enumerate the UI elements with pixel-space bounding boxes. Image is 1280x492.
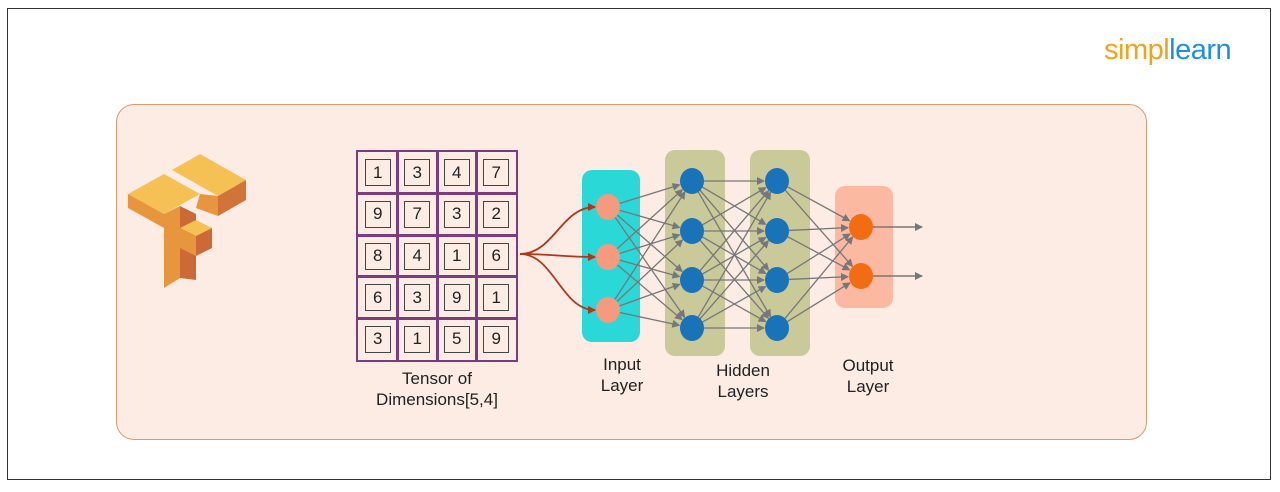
- connection-edge: [699, 190, 770, 272]
- tensor-to-input-arrow: [519, 252, 596, 261]
- tensor-cell: 1: [404, 325, 431, 353]
- connection-edge: [784, 236, 854, 320]
- connection-edge: [788, 223, 850, 232]
- connection-edge: [616, 239, 684, 303]
- connection-edge: [702, 285, 767, 323]
- tensor-label: Tensor of Dimensions[5,4]: [376, 368, 498, 410]
- output-layer-label-line2: Layer: [846, 377, 890, 396]
- hidden-layer-2-node: [765, 218, 789, 244]
- output-node: [849, 263, 873, 289]
- tensor-cell: 8: [364, 242, 391, 270]
- tensor-col-separator: [435, 152, 439, 360]
- tensor-cell: 9: [483, 325, 510, 353]
- connection-edge: [619, 183, 681, 205]
- connection-edge: [619, 282, 681, 307]
- input-layer-label: Input Layer: [572, 354, 672, 396]
- input-layer-label-line1: Input: [603, 355, 641, 374]
- connection-edge: [619, 311, 681, 328]
- tensor-cell: 3: [404, 284, 431, 312]
- tensor-to-input-arrow: [519, 203, 596, 255]
- connection-edge: [614, 191, 686, 301]
- tensor-cell: 4: [404, 242, 431, 270]
- tensor-cell: 3: [364, 325, 391, 353]
- hidden-layer-1-node: [680, 168, 704, 194]
- connection-edge: [697, 191, 772, 318]
- tensor-cell: 5: [443, 325, 470, 353]
- tensor-col-separator: [396, 152, 399, 360]
- connection-edge: [786, 282, 851, 323]
- connection-edge: [616, 189, 684, 250]
- hidden-layer-2-node: [765, 315, 789, 341]
- input-node: [596, 194, 620, 220]
- tensor-cell: 3: [443, 200, 470, 228]
- tensor-cell: 9: [364, 200, 391, 228]
- logo-simpl: simpl: [1104, 34, 1170, 66]
- tensor-cell: 4: [443, 159, 470, 187]
- tensor-to-input-arrow: [519, 253, 596, 314]
- tensor-col-separator: [475, 152, 478, 360]
- logo-learn: learn: [1169, 34, 1232, 66]
- hidden-layer-2-node: [765, 267, 789, 293]
- simplilearn-logo: simpllearn: [1104, 34, 1232, 67]
- output-layer-label: Output Layer: [818, 355, 918, 397]
- hidden-layers-label-line1: Hidden: [716, 361, 770, 380]
- connection-edge: [702, 187, 767, 226]
- tensor-cell: 7: [483, 159, 510, 187]
- tensor-cell: 1: [443, 242, 470, 270]
- tensor-label-line2: Dimensions[5,4]: [376, 390, 498, 409]
- tensor-cell: 6: [483, 242, 510, 270]
- hidden-layer-1-node: [680, 218, 704, 244]
- hidden-layer-1-node: [680, 315, 704, 341]
- tensor-cell: 3: [404, 159, 431, 187]
- connection-edge: [786, 233, 851, 275]
- connection-edge: [616, 214, 683, 273]
- input-node: [596, 297, 620, 323]
- connection-edge: [699, 240, 770, 320]
- connection-edge: [619, 233, 681, 255]
- tensorflow-logo-icon: [128, 154, 246, 288]
- tensor-cell: 2: [483, 200, 510, 228]
- output-layer-label-line1: Output: [842, 356, 894, 375]
- tensor-label-line1: Tensor of: [402, 369, 472, 388]
- connection-edge: [787, 186, 851, 222]
- hidden-layer-2-node: [765, 168, 789, 194]
- input-layer-label-line2: Layer: [600, 376, 644, 395]
- tensor-cell: 1: [483, 284, 510, 312]
- tensor-cell: 9: [443, 284, 470, 312]
- tensor-cell: 6: [364, 284, 391, 312]
- input-node: [596, 244, 620, 270]
- connection-edge: [619, 259, 681, 279]
- connection-edge: [614, 216, 686, 319]
- tensor-cell: 7: [404, 200, 431, 228]
- connection-edge: [616, 264, 683, 321]
- hidden-layers-label-line2: Layers: [717, 382, 769, 401]
- connection-edge: [784, 189, 854, 268]
- hidden-layer-1-node: [680, 267, 704, 293]
- output-node: [849, 214, 873, 240]
- tensor-cell: 1: [364, 159, 391, 187]
- hidden-layers-label: Hidden Layers: [693, 360, 793, 402]
